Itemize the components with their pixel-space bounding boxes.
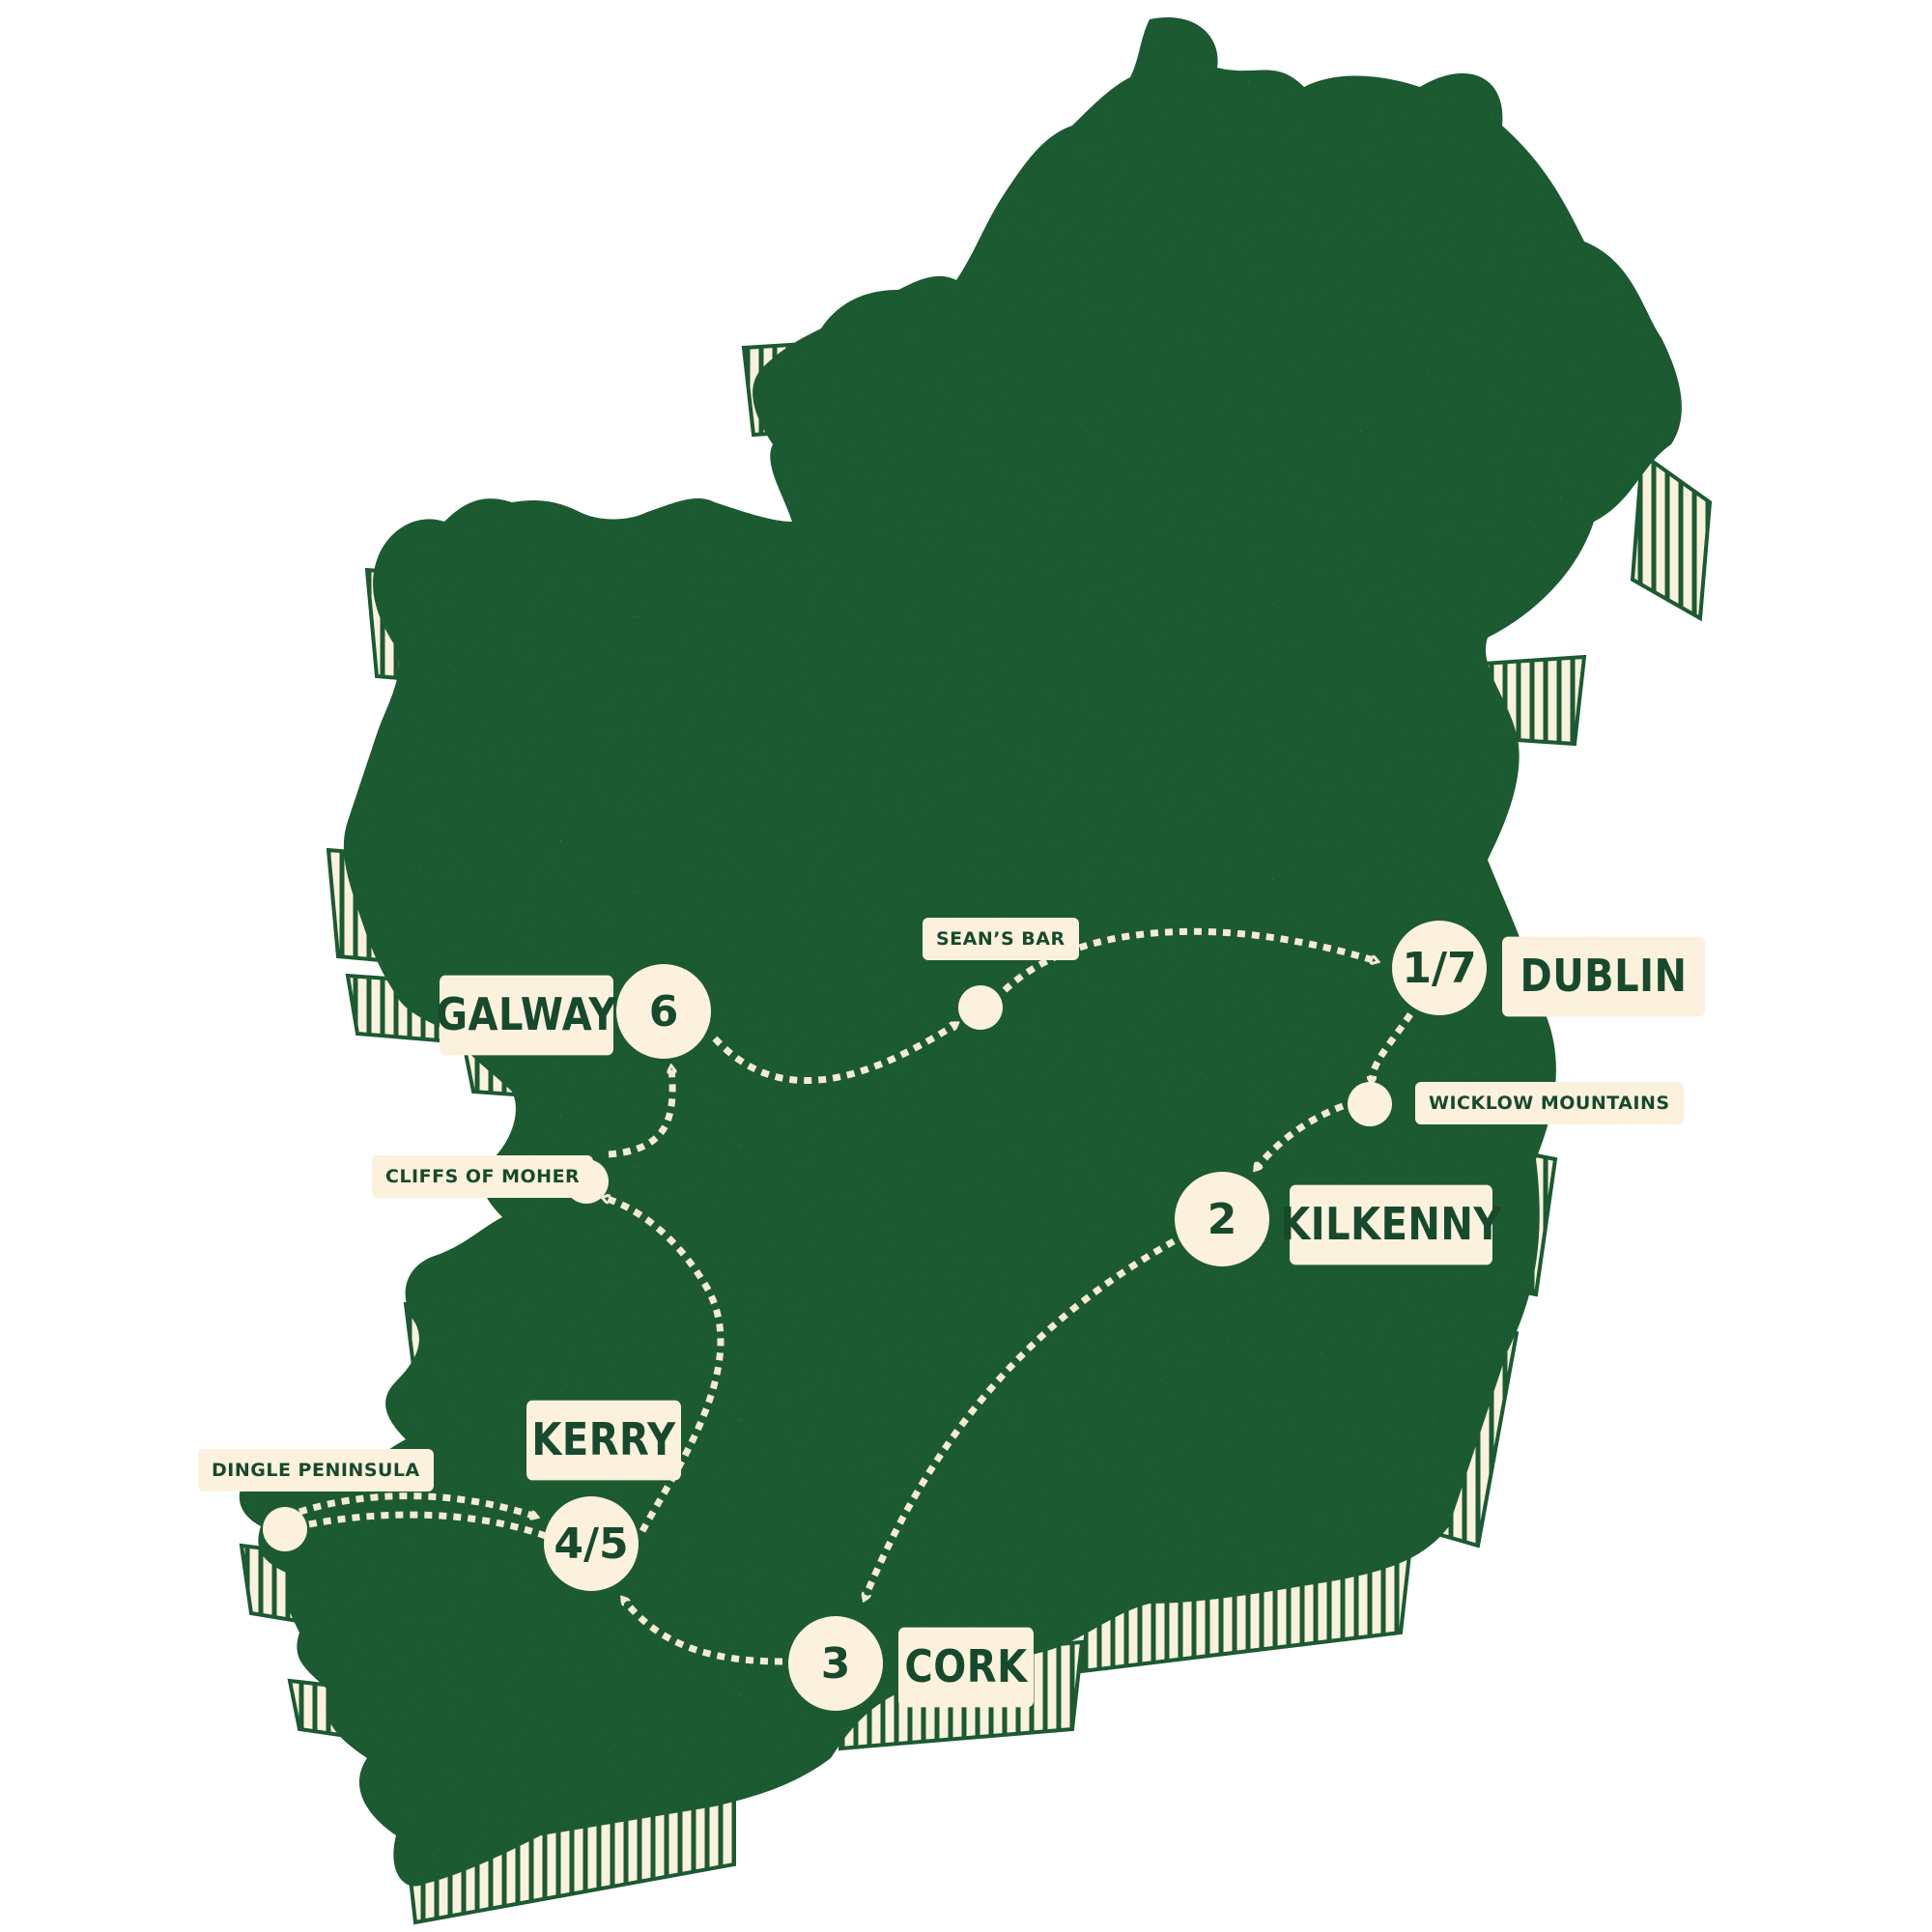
route-moher-to-galway <box>608 1067 672 1158</box>
route-dingle-to-kerry <box>298 1492 536 1517</box>
stop-kerry-label: KERRY <box>526 1400 681 1481</box>
stop-galway-number: 6 <box>648 986 679 1037</box>
stop-dublin-marker[interactable]: 1/7 <box>1392 921 1487 1015</box>
route-lines <box>298 927 1413 1665</box>
stop-cork-number: 3 <box>820 1638 851 1689</box>
stop-dublin-number: 1/7 <box>1402 943 1477 993</box>
waypoint-dingle-dot[interactable] <box>263 1507 307 1551</box>
waypoint-dingle-label: DINGLE PENINSULA <box>198 1449 434 1492</box>
route-kilkenny-to-cork <box>865 1237 1176 1599</box>
waypoint-wicklow-dot[interactable] <box>1348 1082 1392 1126</box>
stop-kerry-number: 4/5 <box>554 1519 629 1569</box>
stop-cork-marker[interactable]: 3 <box>788 1616 883 1711</box>
route-galway-to-seans-bar <box>712 1021 956 1085</box>
stop-kerry-marker[interactable]: 4/5 <box>544 1496 639 1591</box>
stop-dublin-label: DUBLIN <box>1502 936 1705 1017</box>
waypoint-seans-bar-label: SEAN’S BAR <box>923 918 1079 960</box>
stop-galway-marker[interactable]: 6 <box>616 964 711 1059</box>
waypoint-seans-bar-dot[interactable] <box>958 985 1003 1030</box>
stop-kilkenny-label: KILKENNY <box>1280 1184 1501 1265</box>
route-seans-bar-to-dublin <box>1002 927 1377 993</box>
waypoint-wicklow-label: WICKLOW MOUNTAINS <box>1415 1082 1684 1124</box>
stop-kilkenny-marker[interactable]: 2 <box>1175 1172 1269 1266</box>
waypoint-moher-label: CLIFFS OF MOHER <box>372 1155 594 1198</box>
route-kerry-to-dingle <box>299 1511 548 1540</box>
stop-galway-label: GALWAY <box>436 975 616 1056</box>
stop-cork-label: CORK <box>898 1627 1034 1708</box>
route-dublin-to-wicklow <box>1372 1012 1413 1082</box>
stop-kilkenny-number: 2 <box>1207 1194 1237 1244</box>
route-wicklow-to-kilkenny <box>1256 1102 1345 1169</box>
